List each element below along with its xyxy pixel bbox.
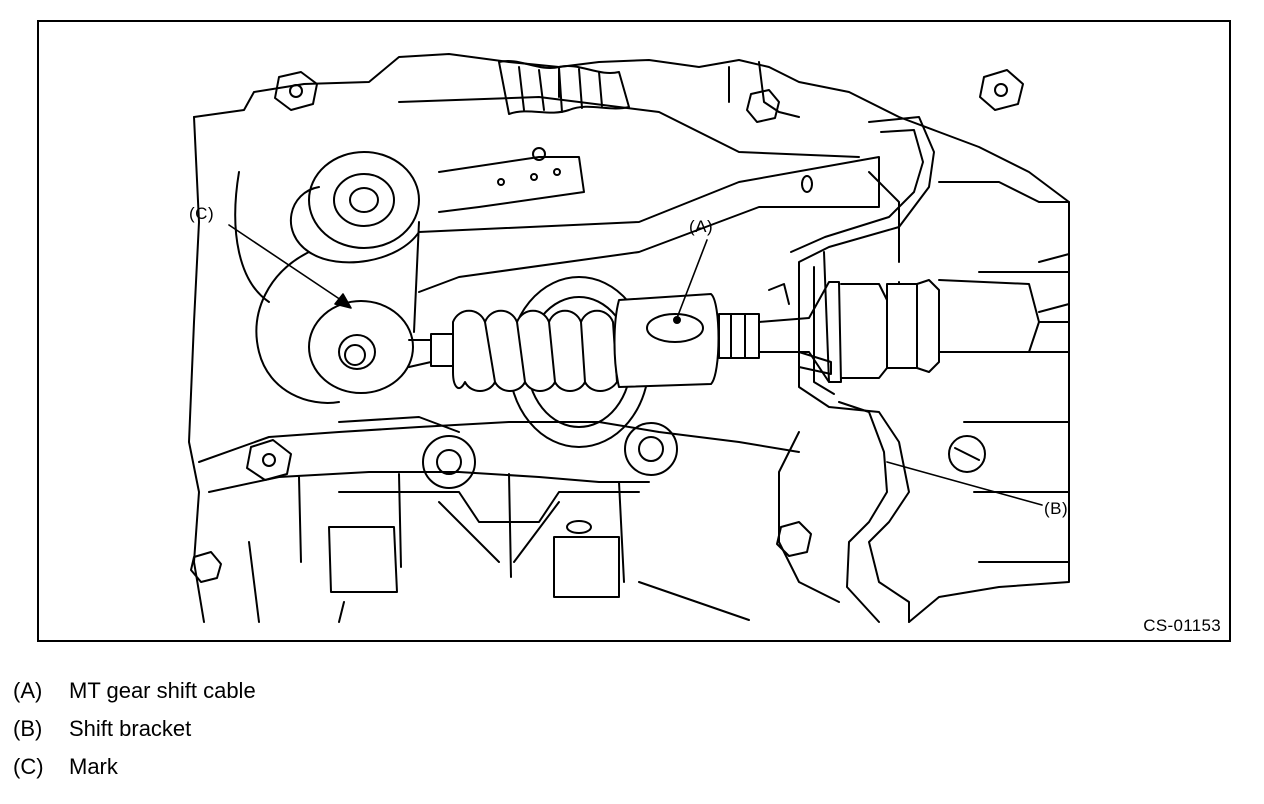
legend-key-c: (C) [13, 754, 44, 779]
legend-row-c: (C) Mark [13, 748, 256, 786]
transmission-illustration [188, 53, 1070, 623]
legend: (A) MT gear shift cable (B) Shift bracke… [13, 672, 256, 786]
shift-cable [430, 253, 1070, 392]
misc-linkage [234, 171, 460, 433]
callout-a-label: (A) [689, 217, 714, 236]
legend-row-b: (B) Shift bracket [13, 710, 256, 748]
case-bosses [422, 422, 678, 534]
diagram-frame: (C) (A) (B) CS-01153 [37, 20, 1231, 642]
legend-text-a: MT gear shift cable [69, 678, 256, 703]
leader-lines [228, 224, 1043, 506]
legend-text-c: Mark [69, 754, 118, 779]
shift-bracket [790, 116, 935, 623]
leader-arrow-c [334, 293, 352, 309]
callout-c-label: (C) [189, 204, 215, 223]
bolt-heads [190, 69, 1024, 583]
leader-line-b [886, 461, 1043, 506]
rod-end-eye [308, 300, 432, 394]
callout-b-label: (B) [1044, 499, 1069, 518]
leader-line-a [676, 239, 708, 319]
leader-line-c [228, 224, 342, 301]
legend-row-a: (A) MT gear shift cable [13, 672, 256, 710]
legend-text-b: Shift bracket [69, 716, 192, 741]
figure-code: CS-01153 [1143, 616, 1221, 635]
shift-lever-arm [290, 96, 880, 293]
legend-key-a: (A) [13, 678, 43, 703]
legend-key-b: (B) [13, 716, 43, 741]
